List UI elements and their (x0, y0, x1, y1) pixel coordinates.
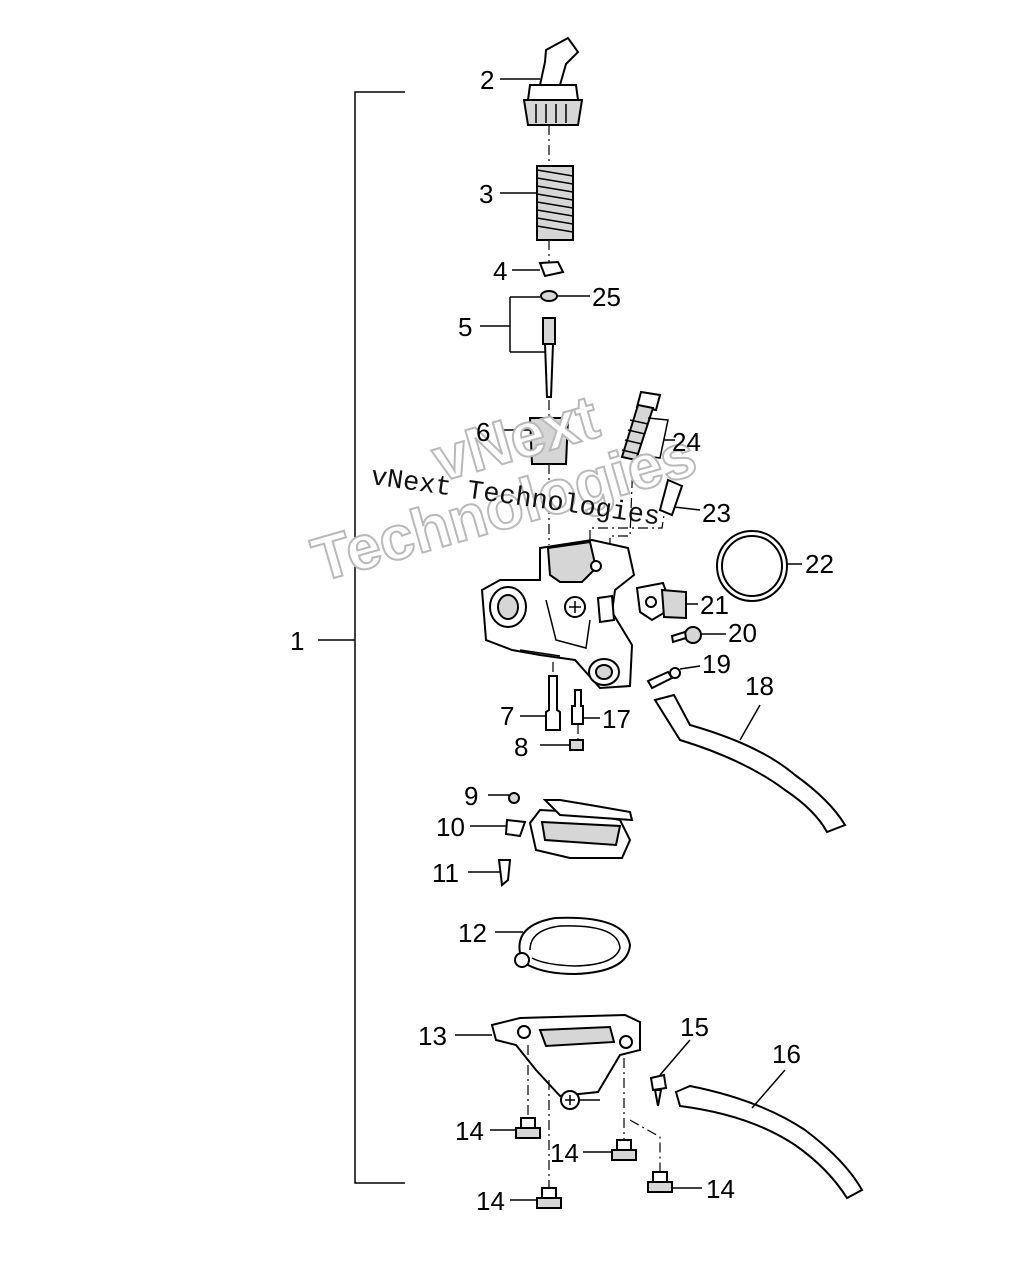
label-11: 11 (432, 858, 459, 888)
label-14-d: 14 (706, 1174, 735, 1204)
label-8: 8 (514, 732, 528, 762)
label-14-a: 14 (455, 1116, 484, 1146)
part-float-bowl (455, 1013, 641, 1110)
part-o-ring (716, 530, 802, 602)
label-5: 5 (458, 312, 472, 342)
label-2: 2 (480, 65, 494, 95)
part-slide (495, 417, 570, 465)
part-screw-20 (670, 626, 726, 644)
part-drain-screw (649, 1039, 691, 1107)
label-13: 13 (418, 1021, 447, 1051)
part-screw-19 (646, 665, 701, 690)
part-spring (500, 165, 574, 241)
label-24: 24 (672, 427, 701, 457)
label-16: 16 (772, 1039, 801, 1069)
part-choke (635, 581, 698, 622)
part-labels: 1 2 3 4 25 5 6 24 23 22 21 20 19 18 7 17… (290, 65, 834, 1216)
label-17: 17 (602, 704, 631, 734)
label-25: 25 (592, 282, 621, 312)
label-6: 6 (476, 417, 490, 447)
label-21: 21 (700, 590, 729, 620)
label-15: 15 (680, 1012, 709, 1042)
part-gasket (495, 916, 632, 976)
part-idle-screw (620, 390, 675, 462)
carburetor-body (480, 538, 636, 690)
part-float (468, 792, 634, 887)
label-14-b: 14 (550, 1138, 579, 1168)
part-needle (480, 290, 590, 398)
part-clip (512, 260, 565, 278)
label-1: 1 (290, 626, 304, 656)
part-hose-16 (674, 1069, 864, 1200)
part-jet-small (658, 478, 701, 517)
part-hose-18 (653, 693, 847, 834)
label-10: 10 (436, 812, 465, 842)
label-12: 12 (458, 918, 487, 948)
part-bolts (490, 1045, 702, 1209)
assembly-bracket (318, 91, 405, 1184)
label-18: 18 (745, 671, 774, 701)
label-7: 7 (500, 701, 514, 731)
label-20: 20 (728, 618, 757, 648)
label-22: 22 (805, 549, 834, 579)
label-9: 9 (464, 781, 478, 811)
label-3: 3 (479, 179, 493, 209)
part-jets (520, 662, 600, 751)
label-4: 4 (493, 256, 507, 286)
label-23: 23 (702, 498, 731, 528)
dash-leaders-top (548, 125, 665, 548)
label-19: 19 (702, 649, 731, 679)
label-14-c: 14 (476, 1186, 505, 1216)
part-cap (500, 36, 584, 126)
